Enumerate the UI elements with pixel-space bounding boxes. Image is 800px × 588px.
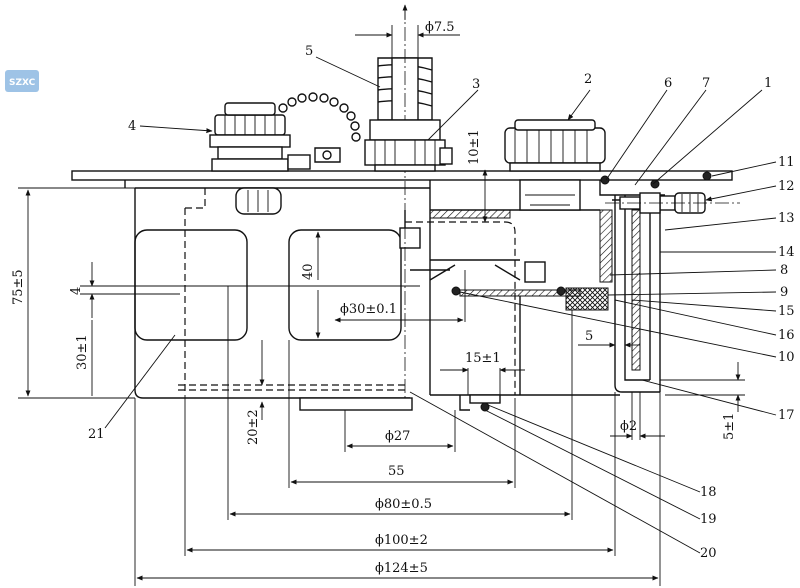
top-gear-knob-right bbox=[504, 119, 606, 211]
callout-12: 12 bbox=[778, 179, 795, 194]
rivet bbox=[702, 171, 712, 181]
dim-15: 15±1 bbox=[440, 351, 525, 395]
callout-10: 10 bbox=[778, 350, 795, 365]
dim-phi-2: ϕ2 bbox=[610, 392, 665, 440]
callout-6: 6 bbox=[664, 76, 672, 91]
bottom-plate bbox=[299, 397, 413, 411]
svg-text:55: 55 bbox=[388, 464, 405, 479]
adjusting-screw bbox=[605, 192, 740, 214]
dim-4: 4 bbox=[69, 262, 420, 318]
callout-16: 16 bbox=[778, 328, 795, 343]
callout-11: 11 bbox=[778, 155, 795, 170]
svg-text:5: 5 bbox=[585, 329, 593, 344]
svg-text:ϕ7.5: ϕ7.5 bbox=[425, 20, 455, 35]
leader-lines bbox=[104, 56, 777, 554]
callout-21: 21 bbox=[88, 427, 105, 442]
dim-phi-124: ϕ124±5 bbox=[134, 392, 661, 586]
dim-phi-7-5: ϕ7.5 bbox=[355, 20, 460, 58]
callout-9: 9 bbox=[780, 285, 788, 300]
mounting-flange bbox=[71, 170, 733, 181]
callout-7: 7 bbox=[702, 76, 710, 91]
callout-19: 19 bbox=[700, 512, 717, 527]
callout-18: 18 bbox=[700, 485, 717, 500]
callout-17: 17 bbox=[778, 408, 795, 423]
callout-2: 2 bbox=[584, 72, 592, 87]
callout-8: 8 bbox=[780, 263, 788, 278]
svg-text:4: 4 bbox=[69, 287, 84, 295]
svg-text:30±1: 30±1 bbox=[75, 334, 90, 370]
callout-3: 3 bbox=[472, 77, 480, 92]
callout-20: 20 bbox=[700, 546, 717, 561]
svg-text:ϕ80±0.5: ϕ80±0.5 bbox=[375, 497, 432, 512]
dim-5: 5 bbox=[578, 329, 640, 348]
callout-14: 14 bbox=[778, 245, 795, 260]
svg-text:SZXC: SZXC bbox=[9, 78, 36, 88]
svg-text:ϕ100±2: ϕ100±2 bbox=[375, 533, 428, 548]
dim-phi-80: ϕ80±0.5 bbox=[227, 286, 573, 520]
svg-text:20±2: 20±2 bbox=[246, 409, 261, 445]
inner-chamber bbox=[399, 180, 620, 412]
svg-text:75±5: 75±5 bbox=[11, 269, 26, 305]
housing-body bbox=[134, 187, 516, 399]
side-knob bbox=[235, 187, 282, 215]
dim-5-vertical: 5±1 bbox=[660, 362, 745, 440]
callout-1: 1 bbox=[764, 76, 772, 91]
svg-text:ϕ27: ϕ27 bbox=[385, 429, 410, 444]
svg-text:ϕ2: ϕ2 bbox=[620, 419, 637, 434]
svg-text:ϕ30±0.1: ϕ30±0.1 bbox=[340, 302, 397, 317]
dim-20: 20±2 bbox=[246, 340, 265, 445]
dim-10: 10±1 bbox=[467, 129, 488, 223]
dim-phi-30: ϕ30±0.1 bbox=[334, 270, 466, 323]
watermark-logo: SZXC bbox=[5, 70, 39, 92]
dim-phi-27: ϕ27 bbox=[344, 410, 456, 452]
svg-text:5±1: 5±1 bbox=[722, 413, 737, 440]
svg-text:40: 40 bbox=[301, 263, 316, 280]
dim-30: 30±1 bbox=[75, 320, 93, 396]
callout-13: 13 bbox=[778, 211, 795, 226]
dim-phi-100: ϕ100±2 bbox=[184, 392, 616, 556]
chain-anchor bbox=[287, 154, 311, 170]
svg-text:ϕ124±5: ϕ124±5 bbox=[375, 561, 428, 576]
callout-15: 15 bbox=[778, 304, 795, 319]
svg-text:15±1: 15±1 bbox=[465, 351, 501, 366]
rivet bbox=[650, 179, 660, 189]
dim-55: 55 bbox=[288, 340, 516, 488]
callout-5: 5 bbox=[305, 44, 313, 59]
inlet-pipe bbox=[364, 5, 453, 400]
dim-75: 75±5 bbox=[11, 187, 135, 399]
callout-4: 4 bbox=[128, 119, 136, 134]
callout-labels: 1 2 3 4 5 6 7 8 9 10 11 12 13 14 15 16 1… bbox=[88, 44, 795, 561]
top-gear-knob-left bbox=[209, 102, 291, 172]
svg-text:10±1: 10±1 bbox=[467, 129, 482, 165]
dim-40: 40 bbox=[301, 231, 321, 339]
chain bbox=[278, 92, 361, 163]
